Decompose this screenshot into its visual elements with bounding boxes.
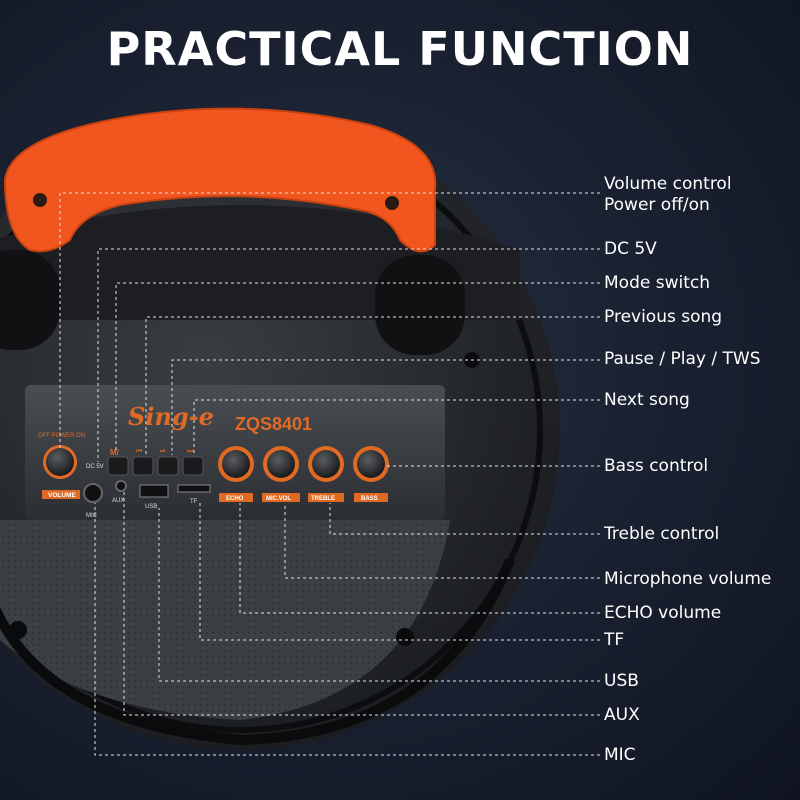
echo-panel-label: ECHO [226,496,244,502]
control-panel: Sing-e ZQS8401 OFF POWER ON VOLUME DC 5V… [25,385,445,520]
brand-logo: Sing-e [128,402,214,431]
callout-usb: USB [604,671,639,691]
tf-panel-label: TF [190,499,198,505]
leader-echo [239,503,600,614]
leader-usb [158,508,600,682]
aux-panel-label: AUX [112,498,124,504]
callout-aux: AUX [604,705,640,725]
treble-panel-label: TREBLE [311,496,335,502]
echo-knob [222,450,250,478]
callout-next: Next song [604,390,690,410]
tf-slot [177,484,211,493]
leader-previous [145,316,600,455]
leader-dc [97,248,600,462]
bass-knob [357,450,385,478]
callout-play-pause: Pause / Play / TWS [604,349,761,369]
play-pause-button [157,456,179,476]
leader-mic [94,503,600,756]
callout-mic-volume: Microphone volume [604,569,772,589]
bass-panel-label: BASS [361,496,378,502]
callout-volume-power: Volume control Power off/on [604,174,732,216]
page-title: PRACTICAL FUNCTION [106,22,694,76]
play-symbol-icon: ⏯ [160,448,166,455]
previous-button [132,456,154,476]
callout-mode: Mode switch [604,273,710,293]
leader-mic-volume [284,503,600,579]
mode-button [107,456,129,476]
dc-panel-label: DC 5V [86,464,104,470]
callout-mic: MIC [604,745,636,765]
callout-echo: ECHO volume [604,603,722,623]
mic-jack [83,483,103,503]
carry-handle [3,107,437,253]
next-button [182,456,204,476]
callout-dc: DC 5V [604,239,657,259]
usb-panel-label: USB [145,504,157,510]
leader-aux [123,492,600,716]
mic-panel-label: MIC [86,513,98,519]
treble-knob [312,450,340,478]
mic-vol-panel-label: MIC.VOL [266,496,291,502]
callout-tf: TF [604,630,625,650]
callout-previous: Previous song [604,307,723,327]
model-number: ZQS8401 [235,414,312,434]
next-symbol-icon: ⏭ [187,448,194,455]
aux-jack [115,480,127,492]
power-panel-label: OFF POWER ON [38,433,85,439]
leader-play [171,359,600,455]
prev-symbol-icon: ⏮ [136,448,142,455]
usb-port [139,484,169,498]
volume-knob [46,448,74,476]
callout-bass: Bass control [604,456,709,476]
leader-mode [115,282,600,452]
mic-volume-knob [267,450,295,478]
leader-treble [329,503,600,535]
mode-panel-label: M/ [110,448,120,457]
leader-volume [59,192,600,448]
callout-volume-line2: Power off/on [604,195,710,215]
callout-volume-line1: Volume control [604,174,732,194]
leader-tf [199,503,600,641]
callout-treble: Treble control [604,524,720,544]
leader-lines [59,192,600,756]
volume-panel-label: VOLUME [48,492,76,499]
